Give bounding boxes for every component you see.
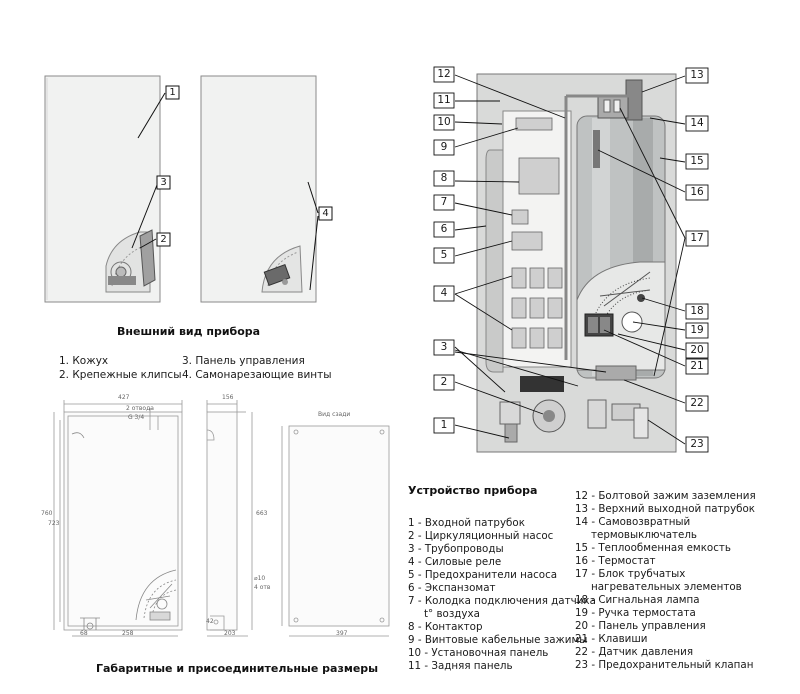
- dim-hole-diameter: ⌀10: [254, 575, 266, 582]
- device-callout-14: 14: [690, 117, 704, 129]
- device-callout-6: 6: [440, 223, 448, 235]
- device-title: Устройство прибора: [408, 484, 538, 497]
- exterior-callout-2: 2: [160, 234, 167, 245]
- device-callout-16: 16: [690, 186, 704, 198]
- exterior-legend-1: 1. Кожух: [59, 355, 109, 367]
- device-callout-2: 2: [440, 376, 448, 388]
- legend-item-14: 14 - Самовозвратный: [575, 516, 691, 528]
- dimensions-title: Габаритные и присоединительные размеры: [96, 662, 379, 675]
- legend-item-5: 5 - Предохранители насоса: [408, 569, 558, 581]
- legend-item-4: 4 - Силовые реле: [408, 556, 502, 568]
- legend-item-13: 13 - Верхний выходной патрубок: [575, 503, 756, 515]
- dim-thread-label: G 3/4: [128, 414, 145, 421]
- dim-height-760: 760: [41, 510, 53, 517]
- front-panel-dial: [135, 569, 177, 621]
- dim-depth-156: 156: [222, 394, 234, 401]
- device-internals-drawing: [433, 66, 709, 453]
- legend-item-14-cont: термовыключатель: [591, 529, 697, 541]
- legend-item-7-cont: t° воздуха: [424, 608, 480, 620]
- device-callout-10: 10: [437, 116, 451, 128]
- device-callout-23: 23: [690, 438, 704, 450]
- device-callout-1: 1: [440, 419, 448, 431]
- legend-item-1: 1 - Входной патрубок: [408, 517, 525, 529]
- exterior-legend-4: 4. Самонарезающие винты: [182, 369, 332, 381]
- device-callout-8: 8: [440, 172, 448, 184]
- device-callout-21: 21: [690, 360, 704, 372]
- legend-item-18: 18 - Сигнальная лампа: [575, 594, 700, 606]
- legend-item-7: 7 - Колодка подключения датчика: [408, 595, 596, 607]
- dim-height-723: 723: [48, 520, 60, 527]
- device-callout-18: 18: [690, 305, 704, 317]
- legend-item-17-cont: нагревательных элементов: [591, 581, 742, 593]
- dim-397: 397: [336, 630, 348, 637]
- exterior-callout-4: 4: [322, 208, 329, 219]
- rear-view-label: Вид сзади: [318, 411, 351, 418]
- device-callout-12: 12: [437, 68, 451, 80]
- device-callout-9: 9: [440, 141, 448, 153]
- control-panel-corner-left: [105, 229, 156, 293]
- exterior-views-drawing: [44, 75, 333, 303]
- pump-assembly: [499, 365, 649, 443]
- dim-outlets-label: 2 отвода: [126, 405, 154, 412]
- dim-68: 68: [80, 630, 88, 637]
- legend-item-22: 22 - Датчик давления: [575, 646, 694, 658]
- legend-item-20: 20 - Панель управления: [575, 620, 706, 632]
- dim-width-427: 427: [118, 394, 130, 401]
- legend-item-2: 2 - Циркуляционный насос: [408, 530, 554, 542]
- device-callout-22: 22: [690, 397, 704, 409]
- device-callout-20: 20: [690, 344, 704, 356]
- dim-203: 203: [224, 630, 236, 637]
- legend-item-21: 21 - Клавиши: [575, 633, 648, 645]
- device-callout-17: 17: [690, 232, 704, 244]
- legend-item-3: 3 - Трубопроводы: [408, 543, 504, 555]
- exterior-legend-2: 2. Крепежные клипсы: [59, 369, 182, 381]
- device-callout-5: 5: [440, 249, 448, 261]
- control-panel-corner-right: [261, 245, 303, 293]
- legend-item-6: 6 - Экспанзомат: [408, 582, 496, 594]
- device-callout-3: 3: [440, 341, 448, 353]
- dimension-drawings: [53, 400, 390, 637]
- dim-42: 42: [206, 618, 214, 625]
- legend-item-8: 8 - Контактор: [408, 621, 483, 633]
- legend-item-11: 11 - Задняя панель: [408, 660, 513, 672]
- legend-item-10: 10 - Установочная панель: [408, 647, 549, 659]
- exterior-title: Внешний вид прибора: [117, 325, 261, 338]
- device-callout-15: 15: [690, 155, 704, 167]
- device-callout-13: 13: [690, 69, 704, 81]
- device-callout-11: 11: [437, 94, 451, 106]
- device-callout-7: 7: [440, 196, 448, 208]
- device-callout-19: 19: [690, 324, 704, 336]
- legend-item-9: 9 - Винтовые кабельные зажимы: [408, 634, 588, 646]
- dim-holes-count: 4 отв: [254, 584, 271, 591]
- legend-item-12: 12 - Болтовой зажим заземления: [575, 490, 756, 502]
- legend-item-15: 15 - Теплообменная емкость: [575, 542, 731, 554]
- exterior-callout-3: 3: [160, 177, 167, 188]
- dim-258: 258: [122, 630, 134, 637]
- legend-item-16: 16 - Термостат: [575, 555, 656, 567]
- exterior-callout-1: 1: [169, 87, 176, 98]
- legend-item-23: 23 - Предохранительный клапан: [575, 659, 754, 671]
- legend-item-17: 17 - Блок трубчатых: [575, 568, 686, 580]
- exterior-legend-3: 3. Панель управления: [182, 355, 305, 367]
- legend-item-19: 19 - Ручка термостата: [575, 607, 696, 619]
- device-callout-4: 4: [440, 287, 448, 299]
- dim-663: 663: [256, 510, 268, 517]
- control-panel-dial: [576, 261, 666, 371]
